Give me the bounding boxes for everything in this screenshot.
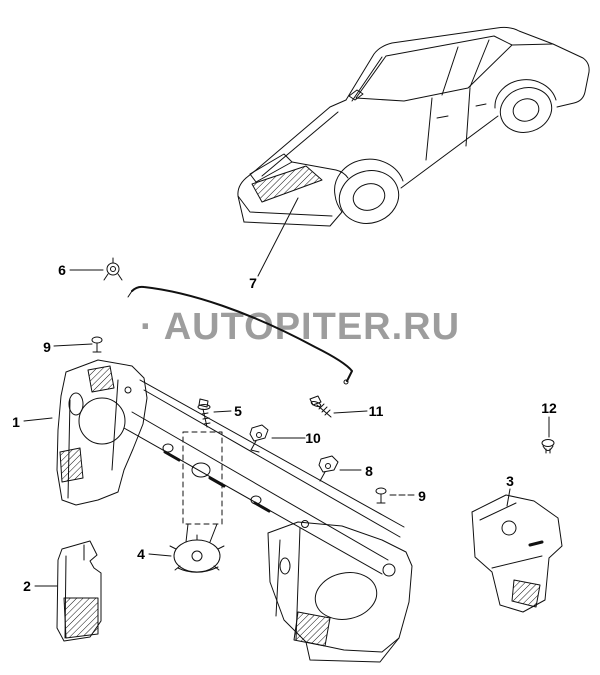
callout-9-lower: 9 (418, 488, 426, 504)
callout-5: 5 (234, 403, 242, 419)
callout-6: 6 (58, 262, 66, 278)
bracket-part-3 (471, 494, 563, 613)
clip-part-10 (249, 424, 269, 453)
car-illustration (237, 26, 590, 227)
radiator-support-panel (56, 359, 413, 663)
bolt-part-11 (309, 395, 332, 418)
leader-lines (23, 197, 550, 587)
bolt-part-5 (197, 398, 211, 428)
callout-3: 3 (506, 473, 514, 489)
clip-part-6 (103, 257, 123, 281)
pin-part-9-lower (375, 487, 387, 504)
callout-10: 10 (305, 430, 321, 446)
pin-part-9-upper (91, 336, 103, 353)
callout-12: 12 (541, 400, 557, 416)
mount-plate-part-4 (169, 534, 225, 573)
callout-2: 2 (23, 578, 31, 594)
callout-11: 11 (368, 403, 384, 419)
clip-part-8 (318, 455, 339, 482)
hood-rod (127, 285, 353, 385)
grommet-part-12 (541, 439, 555, 454)
callout-4: 4 (137, 546, 145, 562)
watermark: · AUTOPITER.RU (139, 306, 461, 348)
callout-1: 1 (12, 414, 20, 430)
callout-9-upper: 9 (43, 339, 51, 355)
bracket-part-2 (56, 540, 102, 642)
callout-8: 8 (365, 463, 373, 479)
callout-7: 7 (249, 275, 257, 291)
